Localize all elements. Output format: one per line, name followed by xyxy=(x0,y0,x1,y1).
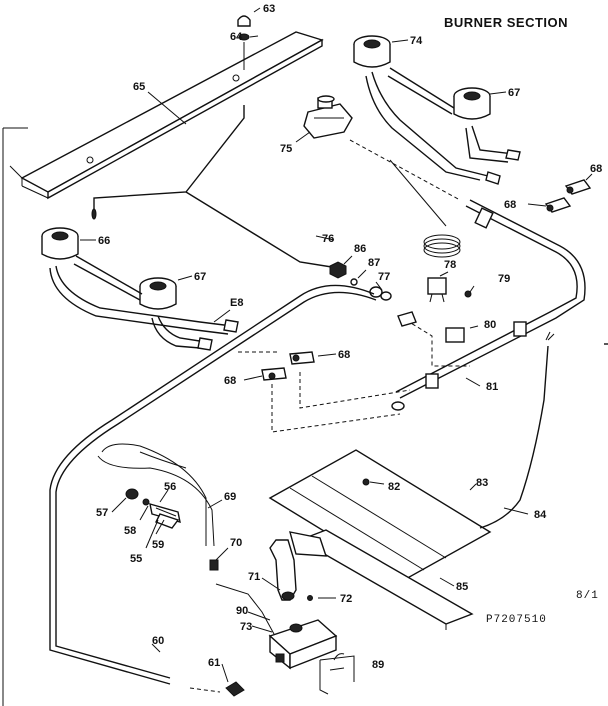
callout-85: 85 xyxy=(456,581,468,593)
ferrule-87 xyxy=(350,278,358,286)
callout-90: 90 xyxy=(236,605,248,617)
dashed-line-61 xyxy=(189,687,221,693)
callout-68-right-b: 68 xyxy=(504,199,516,211)
callout-55: 55 xyxy=(130,553,142,565)
burner-74 xyxy=(353,35,391,68)
callout-57: 57 xyxy=(96,507,108,519)
callout-69: 69 xyxy=(224,491,236,503)
callout-74: 74 xyxy=(410,35,423,47)
callout-68-mid-a: 68 xyxy=(338,349,350,361)
knob-63 xyxy=(237,15,251,27)
callout-67-top: 67 xyxy=(508,87,520,99)
callout-82: 82 xyxy=(388,481,400,493)
orifice-68-right-a xyxy=(564,179,592,195)
page-mark: 8/1 xyxy=(576,590,599,602)
callout-58: 58 xyxy=(124,525,136,537)
screw-79 xyxy=(464,290,472,298)
callout-71: 71 xyxy=(248,571,260,583)
wire-69 xyxy=(97,443,215,547)
burner-67-top xyxy=(453,87,491,120)
callout-60: 60 xyxy=(152,635,164,647)
orifice-68-mid-a xyxy=(289,351,315,365)
wire-84 xyxy=(479,345,549,529)
control-valve-73 xyxy=(268,619,338,670)
ignition-wire-76 xyxy=(185,191,339,269)
callout-70: 70 xyxy=(230,537,242,549)
dashed-line-68-b xyxy=(271,384,401,433)
bracket-89 xyxy=(319,653,355,695)
callout-84: 84 xyxy=(534,509,547,521)
burner-66 xyxy=(41,227,79,260)
screw-72 xyxy=(307,595,313,601)
callout-63: 63 xyxy=(263,3,275,15)
callout-80: 80 xyxy=(484,319,496,331)
callout-89: 89 xyxy=(372,659,384,671)
callout-56: 56 xyxy=(164,481,176,493)
valve-78 xyxy=(427,277,447,303)
callout-73: 73 xyxy=(240,621,252,633)
diagram-title: BURNER SECTION xyxy=(444,15,568,30)
callout-83: 83 xyxy=(476,477,488,489)
callout-76: 76 xyxy=(322,233,334,245)
callout-64: 64 xyxy=(230,31,243,43)
tube-fitting xyxy=(397,311,417,327)
nut-64 xyxy=(238,33,250,41)
thermocouple-coil-78 xyxy=(423,234,461,258)
burner-67-left xyxy=(139,277,177,310)
wire-84-end xyxy=(545,331,555,341)
screw-82 xyxy=(362,478,370,486)
nut-57 xyxy=(125,488,139,500)
fitting-80 xyxy=(445,327,465,343)
manifold-pipe xyxy=(391,199,586,411)
thermocouple-lead xyxy=(389,159,447,227)
fitting-61 xyxy=(225,681,245,697)
callout-72: 72 xyxy=(340,593,352,605)
callout-68-mid-b: 68 xyxy=(224,375,236,387)
dashed-line-80 xyxy=(405,319,470,367)
callout-66: 66 xyxy=(98,235,110,247)
support-bar-65 xyxy=(9,31,324,200)
orifice-68-mid-b xyxy=(261,367,287,381)
callout-86: 86 xyxy=(354,243,366,255)
supply-tube-60-inner xyxy=(55,291,377,679)
supply-tube-60 xyxy=(49,284,375,685)
orifice-68-right-b xyxy=(544,197,572,213)
callout-77: 77 xyxy=(378,271,390,283)
leader-lines xyxy=(80,7,593,683)
wire-terminal xyxy=(91,208,97,220)
burner-tubes-left xyxy=(49,255,239,351)
supply-line-70-73 xyxy=(215,583,275,635)
bracket-59 xyxy=(155,513,180,529)
callout-79: 79 xyxy=(498,273,510,285)
callout-81: 81 xyxy=(486,381,498,393)
callout-87: 87 xyxy=(368,257,380,269)
callout-67-left: 67 xyxy=(194,271,206,283)
callout-68-right-a: 68 xyxy=(590,163,602,175)
callout-E8: E8 xyxy=(230,297,243,309)
nut-86 xyxy=(329,261,347,279)
fitting-77 xyxy=(369,286,392,301)
callout-78: 78 xyxy=(444,259,456,271)
callout-61: 61 xyxy=(208,657,220,669)
dashed-line-68 xyxy=(238,351,411,409)
bottom-bar-85 xyxy=(298,529,474,630)
regulator-75 xyxy=(303,95,353,139)
drawing-code: P7207510 xyxy=(486,614,547,626)
callout-75: 75 xyxy=(280,143,292,155)
fitting-70 xyxy=(209,559,219,571)
burner-tubes-top xyxy=(365,67,521,185)
valve-71 xyxy=(269,531,327,601)
callout-59: 59 xyxy=(152,539,164,551)
callout-65: 65 xyxy=(133,81,145,93)
washer-58 xyxy=(142,498,150,506)
